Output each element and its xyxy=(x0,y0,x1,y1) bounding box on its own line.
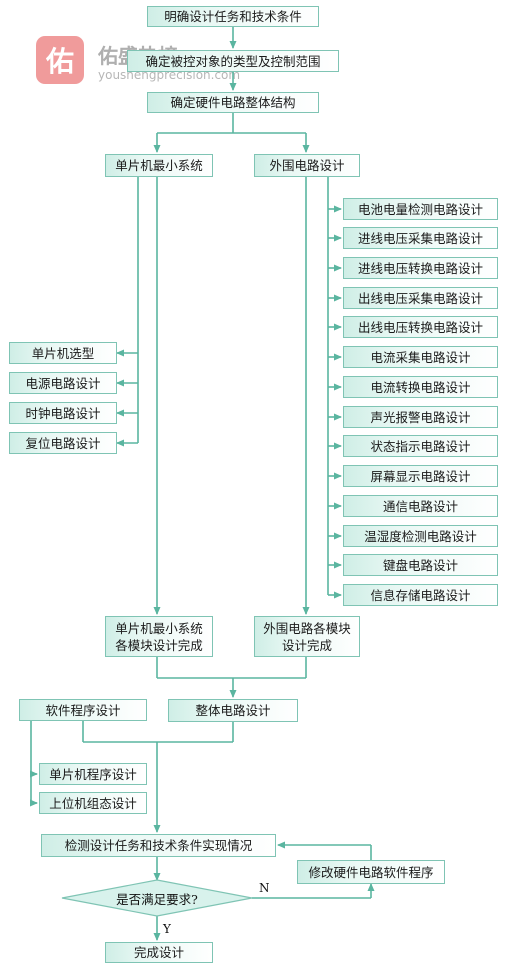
software-item-mcu-program: 单片机程序设计 xyxy=(39,763,147,785)
step-define-controlled-object: 确定被控对象的类型及控制范围 xyxy=(127,50,339,72)
periph-item-out-volt-conv: 出线电压转换电路设计 xyxy=(343,316,498,338)
periph-item-comm: 通信电路设计 xyxy=(343,495,498,517)
decision-diamond-shape xyxy=(61,879,253,917)
periph-item-out-volt-acq: 出线电压采集电路设计 xyxy=(343,287,498,309)
decision-question: 是否满足要求? xyxy=(116,892,198,907)
mcu-min-system-title: 单片机最小系统 xyxy=(105,154,213,177)
overall-circuit-design: 整体电路设计 xyxy=(168,699,298,722)
software-design: 软件程序设计 xyxy=(19,699,147,721)
periph-item-keyboard: 键盘电路设计 xyxy=(343,554,498,576)
periph-item-current-acq: 电流采集电路设计 xyxy=(343,346,498,368)
periph-item-temp-humidity: 温湿度检测电路设计 xyxy=(343,525,498,547)
periph-modules-done: 外围电路各模块 设计完成 xyxy=(254,616,360,657)
mcu-item-reset: 复位电路设计 xyxy=(9,432,117,454)
periph-item-in-volt-conv: 进线电压转换电路设计 xyxy=(343,257,498,279)
periph-item-battery: 电池电量检测电路设计 xyxy=(343,198,498,220)
periph-item-status: 状态指示电路设计 xyxy=(343,435,498,457)
mcu-item-clock: 时钟电路设计 xyxy=(9,402,117,424)
mcu-item-chip-select: 单片机选型 xyxy=(9,342,117,364)
finish-design: 完成设计 xyxy=(105,942,213,963)
periph-item-alarm: 声光报警电路设计 xyxy=(343,406,498,428)
periph-done-line2: 设计完成 xyxy=(281,637,332,653)
modify-hw-sw: 修改硬件电路软件程序 xyxy=(297,860,445,884)
mcu-done-line1: 单片机最小系统 xyxy=(115,620,203,636)
decision-no-label: N xyxy=(259,881,270,895)
peripheral-design-title: 外围电路设计 xyxy=(254,154,360,177)
step-define-hardware-structure: 确定硬件电路整体结构 xyxy=(147,92,319,113)
periph-item-storage: 信息存储电路设计 xyxy=(343,584,498,606)
mcu-item-power: 电源电路设计 xyxy=(9,372,117,394)
check-requirements: 检测设计任务和技术条件实现情况 xyxy=(41,834,276,857)
periph-item-display: 屏幕显示电路设计 xyxy=(343,465,498,487)
periph-item-current-conv: 电流转换电路设计 xyxy=(343,376,498,398)
step-define-task: 明确设计任务和技术条件 xyxy=(147,6,319,27)
decision-yes-label: Y xyxy=(163,922,171,936)
software-item-host-config: 上位机组态设计 xyxy=(39,792,147,814)
periph-item-in-volt-acq: 进线电压采集电路设计 xyxy=(343,227,498,249)
watermark-logo: 佑 xyxy=(36,36,84,84)
mcu-done-line2: 各模块设计完成 xyxy=(115,637,203,653)
mcu-modules-done: 单片机最小系统 各模块设计完成 xyxy=(105,616,213,657)
periph-done-line1: 外围电路各模块 xyxy=(263,620,351,636)
